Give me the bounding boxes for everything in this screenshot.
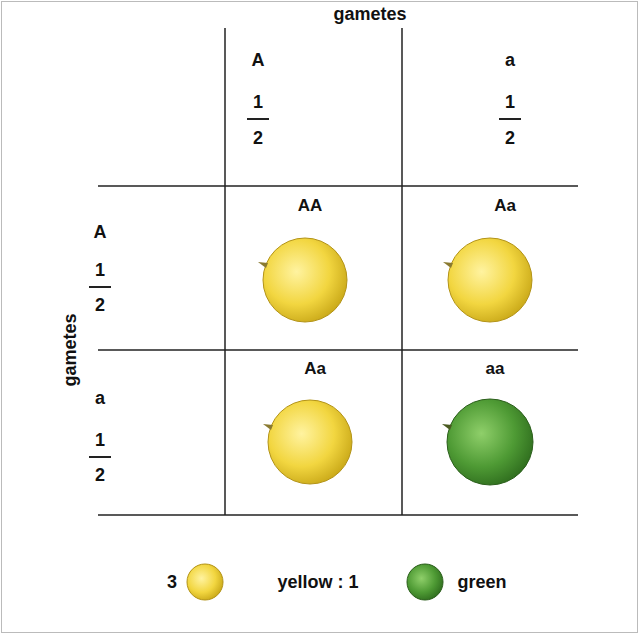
fraction-number: 2	[505, 129, 515, 147]
genotype-label: AA	[298, 197, 323, 214]
ratio-text: yellow : 1	[277, 573, 358, 591]
allele-letter: A	[252, 51, 265, 69]
ratio-text: green	[457, 573, 506, 591]
gametes-heading: gametes	[333, 5, 406, 23]
yellow-pea	[258, 238, 347, 322]
fraction-number: 1	[95, 431, 105, 449]
ratio-number: 3	[167, 573, 177, 591]
gametes-heading: gametes	[61, 313, 79, 386]
yellow-pea	[263, 400, 352, 484]
green-pea-icon	[407, 564, 443, 600]
fraction-number: 1	[253, 93, 263, 111]
green-pea	[442, 399, 533, 485]
fraction-number: 2	[95, 466, 105, 484]
genotype-label: aa	[486, 360, 505, 377]
allele-letter: A	[94, 223, 107, 241]
yellow-pea	[443, 238, 532, 322]
genotype-label: Aa	[304, 360, 326, 377]
fraction-number: 2	[253, 129, 263, 147]
yellow-pea-icon	[187, 564, 223, 600]
grid-lines	[98, 28, 578, 515]
fraction-number: 2	[95, 296, 105, 314]
fraction-number: 1	[505, 93, 515, 111]
allele-letter: a	[95, 389, 105, 407]
fraction-number: 1	[95, 261, 105, 279]
genotype-label: Aa	[494, 197, 516, 214]
allele-letter: a	[505, 51, 515, 69]
